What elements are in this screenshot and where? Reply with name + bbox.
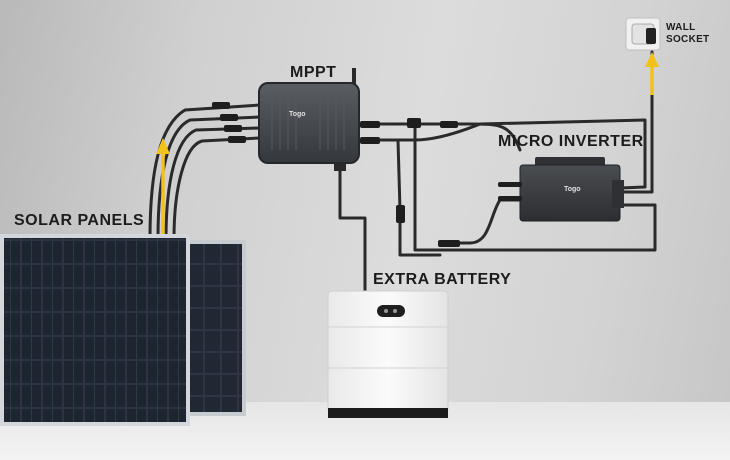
label-wall-socket-line2: SOCKET: [666, 34, 710, 45]
flow-arrow-solar: [156, 138, 170, 238]
flow-arrow-socket: [645, 52, 659, 95]
solar-panel-front: [0, 234, 190, 426]
label-wall-socket-line1: WALL: [666, 22, 696, 33]
micro-inverter: [498, 157, 624, 222]
solar-panel-rear: [180, 240, 246, 416]
cable-connectors: [212, 102, 460, 247]
label-micro-inverter: MICRO INVERTER: [498, 133, 644, 150]
mppt-controller: [258, 68, 360, 171]
inverter-brand-logo: Togo: [564, 186, 581, 193]
label-extra-battery: EXTRA BATTERY: [373, 271, 512, 288]
label-wall-socket: WALL SOCKET: [666, 22, 709, 46]
mppt-brand-logo: Togo: [289, 111, 306, 118]
cables: [148, 50, 657, 295]
wall-socket: [625, 17, 661, 51]
label-mppt: MPPT: [290, 64, 337, 81]
extra-battery: [327, 290, 449, 418]
label-solar-panels: SOLAR PANELS: [14, 212, 145, 229]
